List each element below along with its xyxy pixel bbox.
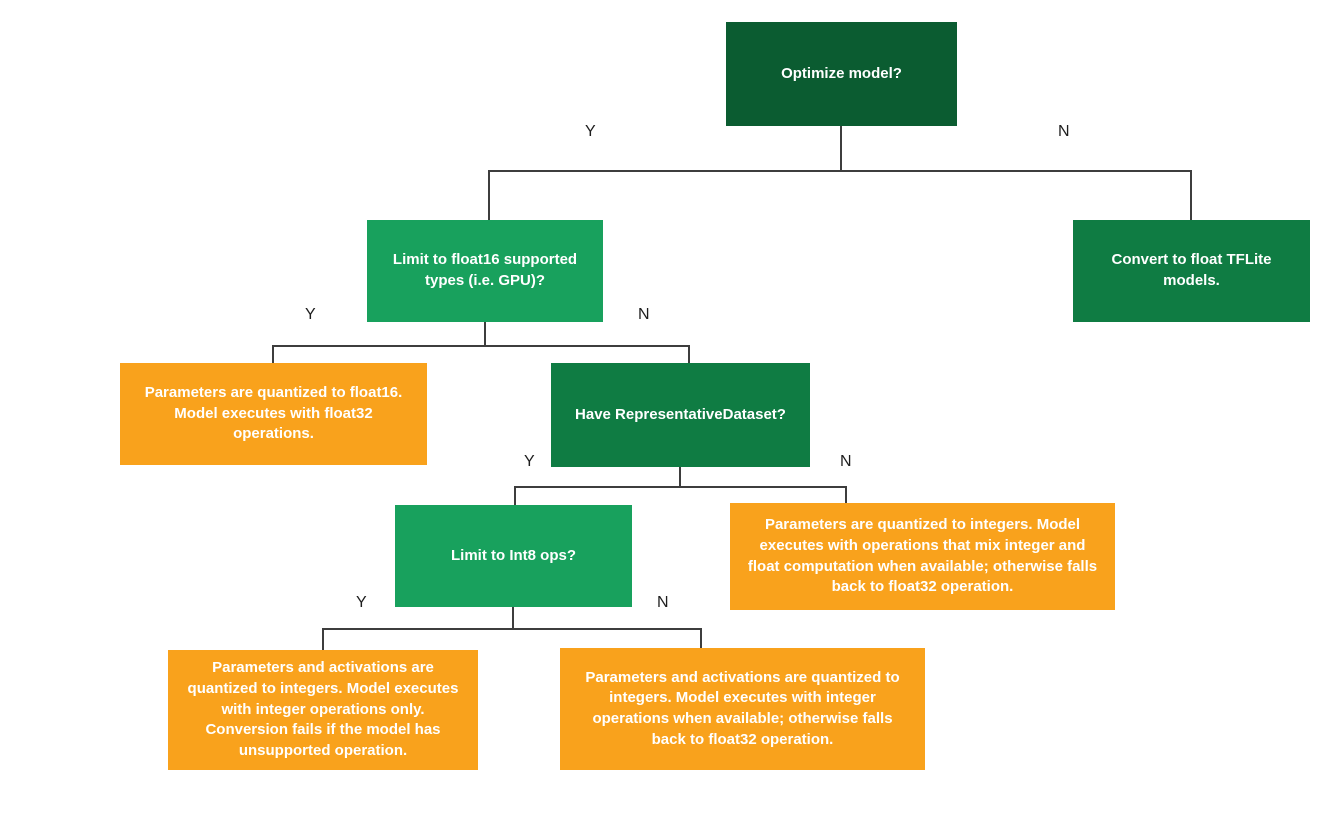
branch-label-no: N <box>1058 123 1070 140</box>
connector-level3-yes-drop <box>514 486 516 505</box>
connector-level2-yes-drop <box>272 345 274 363</box>
node-label: Have RepresentativeDataset? <box>575 405 786 423</box>
node-have-representative-dataset: Have RepresentativeDataset? <box>551 363 810 467</box>
branch-label-no: N <box>638 306 650 323</box>
connector-level2-no-drop <box>688 345 690 363</box>
node-label: Parameters and activations are quantized… <box>187 659 459 760</box>
branch-label-yes: Y <box>585 123 596 140</box>
branch-label-yes: Y <box>524 453 535 470</box>
connector-level1-branch <box>488 170 1192 172</box>
node-label: Optimize model? <box>781 64 902 82</box>
connector-level4-yes-drop <box>322 628 324 650</box>
node-label: Limit to Int8 ops? <box>451 546 576 564</box>
connector-level3-branch <box>514 486 847 488</box>
connector-level1-yes-drop <box>488 170 490 220</box>
node-label: Convert to float TFLite models. <box>1111 251 1272 289</box>
node-convert-float-tflite: Convert to float TFLite models. <box>1073 220 1310 322</box>
node-limit-float16: Limit to float16 supported types (i.e. G… <box>367 220 603 322</box>
connector-level3-no-drop <box>845 486 847 503</box>
node-optimize-model: Optimize model? <box>726 22 957 126</box>
connector-level2-branch <box>272 345 690 347</box>
node-result-quantized-float16: Parameters are quantized to float16. Mod… <box>120 363 427 465</box>
node-limit-int8-ops: Limit to Int8 ops? <box>395 505 632 607</box>
branch-label-yes: Y <box>356 594 367 611</box>
branch-label-no: N <box>840 453 852 470</box>
node-label: Limit to float16 supported types (i.e. G… <box>392 251 578 289</box>
connector-optimize-stem <box>840 126 842 171</box>
connector-level4-no-drop <box>700 628 702 648</box>
node-label: Parameters are quantized to float16. Mod… <box>144 383 403 443</box>
connector-int8-stem <box>512 607 514 629</box>
node-result-quantized-int-only: Parameters and activations are quantized… <box>168 650 478 770</box>
node-label: Parameters are quantized to integers. Mo… <box>747 516 1098 596</box>
connector-level1-no-drop <box>1190 170 1192 220</box>
connector-float16-stem <box>484 322 486 346</box>
node-result-quantized-int-mixed: Parameters are quantized to integers. Mo… <box>730 503 1115 610</box>
connector-level4-branch <box>322 628 702 630</box>
connector-repdataset-stem <box>679 467 681 487</box>
branch-label-yes: Y <box>305 306 316 323</box>
node-result-quantized-int-fallback: Parameters and activations are quantized… <box>560 648 925 770</box>
branch-label-no: N <box>657 594 669 611</box>
node-label: Parameters and activations are quantized… <box>585 668 900 748</box>
